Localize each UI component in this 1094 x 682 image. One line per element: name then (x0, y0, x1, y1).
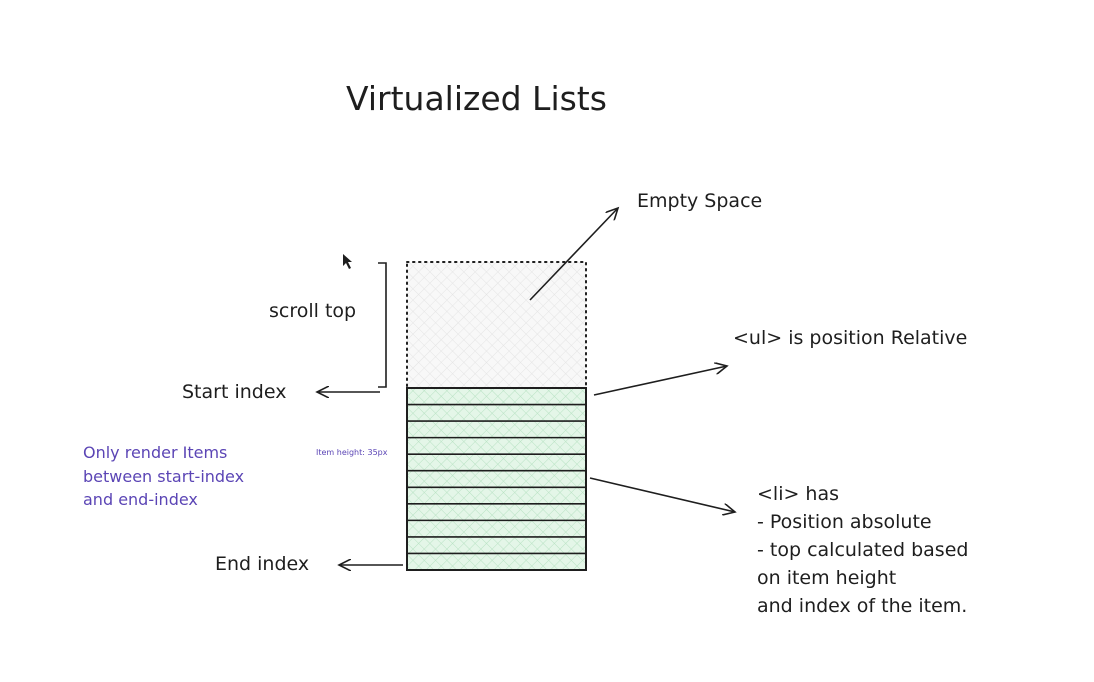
li-note-line: on item height (757, 567, 897, 589)
scroll-top-bracket (378, 262, 387, 388)
mouse-cursor-icon (343, 254, 352, 269)
scroll-top-label: scroll top (269, 300, 357, 322)
end-index-label: End index (215, 553, 310, 575)
li-note-line: - Position absolute (757, 511, 932, 533)
render-note-line: Only render Items (83, 443, 228, 462)
empty-space-label: Empty Space (637, 190, 763, 212)
ul-note: <ul> is position Relative (733, 327, 968, 349)
li-arrow (589, 477, 735, 512)
rendered-items-box (406, 387, 587, 571)
item-height-label: Item height: 35px (316, 448, 388, 457)
list-item-rows (407, 403, 586, 555)
li-note-line: <li> has (757, 483, 840, 505)
render-note-line: and end-index (83, 490, 198, 509)
empty-space-box (406, 261, 587, 389)
ul-arrow (593, 366, 727, 396)
empty-space-arrow (529, 208, 618, 301)
li-note-line: - top calculated based (757, 539, 969, 561)
diagram-title: Virtualized Lists (346, 79, 607, 118)
render-note-line: between start-index (83, 467, 245, 486)
start-index-label: Start index (182, 381, 287, 403)
li-note-line: and index of the item. (757, 595, 968, 617)
